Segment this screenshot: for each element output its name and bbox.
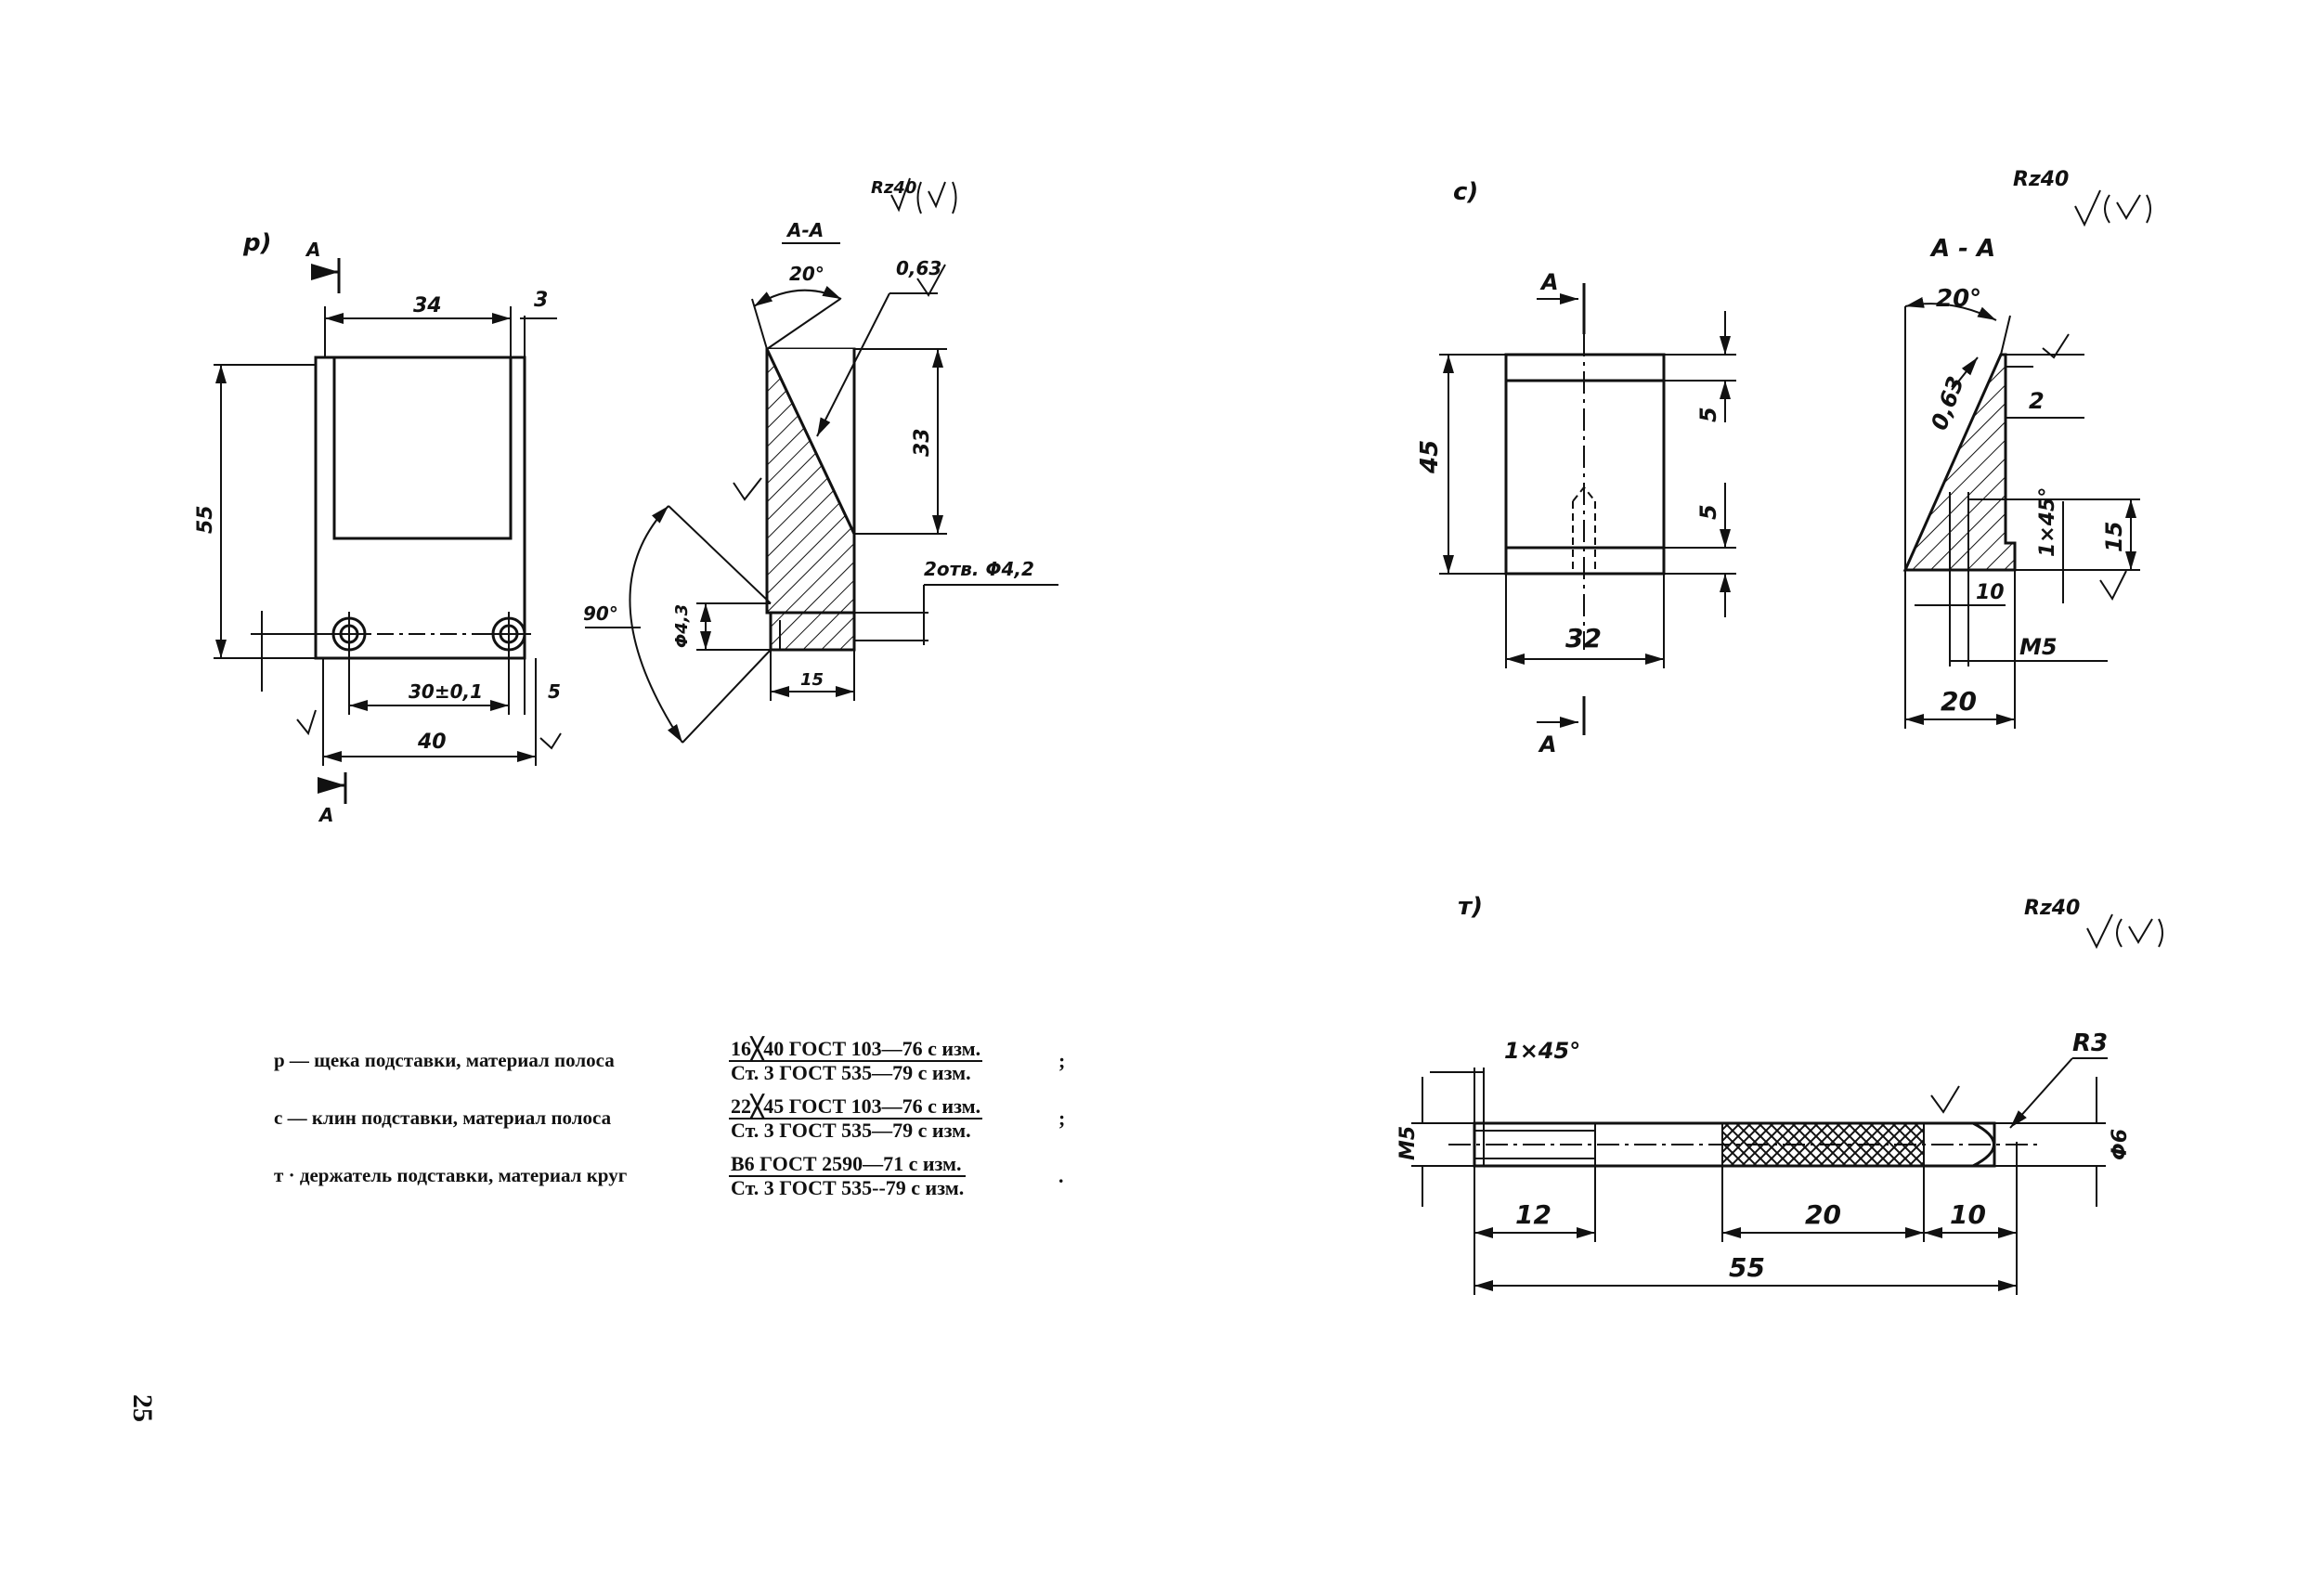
view-t: [1411, 1057, 2108, 1295]
caption-numerator: 16╳40 ГОСТ 103—76 с изм.: [729, 1037, 983, 1062]
roughness-label-t: Rz40: [2024, 897, 2080, 920]
dim-dia-t: Φ6: [2109, 1129, 2132, 1160]
caption-fraction: 22╳45 ГОСТ 103—76 с изм. Ст. 3 ГОСТ 535—…: [729, 1094, 983, 1142]
dim-total-t: 55: [1729, 1252, 1765, 1283]
view-label-p: p): [242, 229, 272, 257]
roughness-symbol-p: [890, 177, 957, 214]
caption-prefix: т · держатель подставки, материал круг: [274, 1164, 628, 1186]
dim-width-c: 32: [1565, 623, 1602, 654]
dim-end-len-t: 10: [1950, 1199, 1986, 1230]
section-mark-a-top-p: A: [305, 239, 320, 261]
dim-holes-span-p: 30±0,1: [409, 680, 483, 703]
caption-tail: ;: [1058, 1107, 1066, 1130]
section-mark-a-bottom-c: A: [1538, 731, 1557, 757]
caption-numerator: 22╳45 ГОСТ 103—76 с изм.: [729, 1094, 983, 1120]
dim-edge-right-p: 5: [548, 680, 561, 703]
dim-height-c: 45: [1416, 440, 1444, 474]
dim-thread-len-t: 12: [1515, 1199, 1551, 1230]
dim-edge-p: 3: [534, 289, 548, 312]
section-title-p: A-A: [785, 219, 824, 241]
caption-denominator: Ст. 3 ГОСТ 535—79 с изм.: [731, 1119, 971, 1142]
dim-base-c: 20: [1941, 686, 1977, 717]
dim-hole-dia-p: Φ4,3: [672, 604, 692, 648]
dim-top-c: 5: [1695, 407, 1721, 422]
dim-section-height-p: 33: [911, 428, 934, 457]
dim-width-total-p: 40: [417, 731, 447, 754]
dim-mid-c: 5: [1695, 504, 1721, 520]
caption-denominator: Ст. 3 ГОСТ 535--79 с изм.: [731, 1176, 965, 1199]
cheek-plate-outline: [314, 356, 526, 660]
dim-surface-p: 0,63: [896, 257, 941, 279]
view-c: [1439, 283, 2140, 735]
caption-numerator: В6 ГОСТ 2590—71 с изм.: [729, 1153, 967, 1177]
caption-row-c: с — клин подставки, материал полоса 22╳4…: [274, 1094, 1110, 1142]
caption-prefix: р — щека подставки, материал полоса: [274, 1049, 615, 1071]
caption-row-p: р — щека подставки, материал полоса 16╳4…: [274, 1037, 1110, 1084]
dim-width-top-p: 34: [413, 294, 442, 317]
dim-angle-c: 20°: [1936, 285, 1981, 313]
section-title-c: A - A: [1929, 235, 1995, 263]
dim-step-c: 2: [2029, 388, 2045, 414]
cheek-window: [332, 356, 513, 540]
dim-knurl-len-t: 20: [1805, 1199, 1841, 1230]
roughness-symbol-c: [2074, 189, 2151, 227]
dim-thread-t: M5: [1396, 1126, 1420, 1160]
view-label-c: c): [1453, 178, 1478, 206]
caption-fraction: В6 ГОСТ 2590—71 с изм. Ст. 3 ГОСТ 535--7…: [729, 1153, 967, 1199]
view-label-t: т): [1458, 893, 1483, 921]
roughness-label-p: Rz40: [871, 178, 916, 198]
caption-row-t: т · держатель подставки, материал круг В…: [274, 1153, 1110, 1199]
mount-hole-right: [487, 612, 531, 656]
page-number: 25: [127, 1394, 158, 1422]
dim-chamfer-t: 1×45°: [1504, 1038, 1580, 1064]
caption-prefix: с — клин подставки, материал полоса: [274, 1107, 612, 1129]
dim-slot-h-c: 15: [2101, 522, 2127, 552]
roughness-label-c: Rz40: [2013, 168, 2069, 191]
section-mark-a-bottom-p: A: [318, 804, 333, 826]
holes-note-p: 2отв. Φ4,2: [924, 558, 1034, 580]
dim-angle-p: 20°: [789, 263, 824, 285]
dim-radius-t: R3: [2072, 1029, 2108, 1057]
caption-tail: ;: [1058, 1049, 1066, 1072]
dim-thread-c: M5: [2019, 634, 2058, 660]
dim-chamfer-c: 1×45°: [2036, 487, 2059, 557]
dim-surface-c: 0,63: [1926, 373, 1969, 434]
dim-bevel-p: 90°: [583, 602, 618, 625]
section-mark-a-top-c: A: [1539, 269, 1559, 295]
caption-denominator: Ст. 3 ГОСТ 535—79 с изм.: [731, 1061, 971, 1084]
view-p: [214, 242, 1058, 804]
dim-thickness-p: 15: [800, 670, 824, 690]
roughness-symbol-t: [2086, 913, 2163, 950]
caption-tail: .: [1058, 1164, 1064, 1187]
caption-fraction: 16╳40 ГОСТ 103—76 с изм. Ст. 3 ГОСТ 535—…: [729, 1037, 983, 1084]
dim-slot-w-c: 10: [1976, 581, 2005, 604]
dim-height-p: 55: [194, 505, 217, 534]
